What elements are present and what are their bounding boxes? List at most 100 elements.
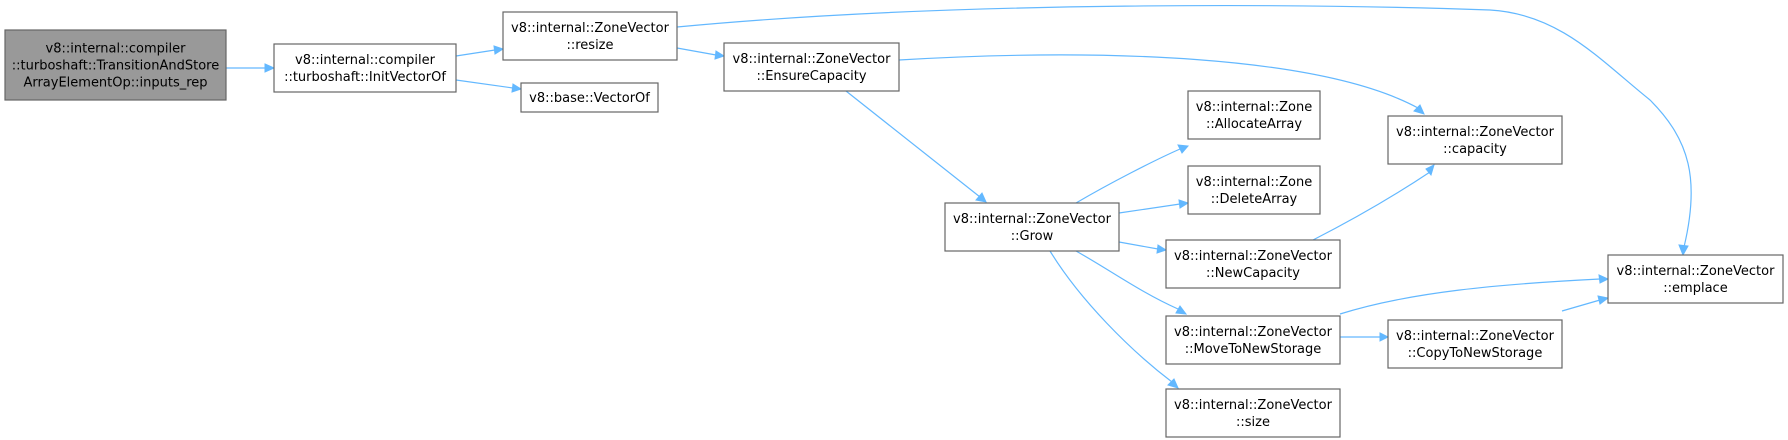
node-box [944, 202, 1120, 252]
edge-line [676, 5, 1692, 248]
node-label-line: ::AllocateArray [1206, 117, 1302, 132]
node-label-line: v8::internal::ZoneVector [1174, 398, 1333, 413]
node-label-line: v8::base::VectorOf [529, 91, 650, 106]
edge-arrowhead [714, 50, 726, 60]
edge-Grow-to-size [1049, 250, 1179, 389]
edge-arrowhead [1678, 244, 1689, 257]
node-EnsureCapacity[interactable]: v8::internal::ZoneVector::EnsureCapacity [723, 42, 900, 92]
node-label-line: ::turboshaft::InitVectorOf [284, 70, 446, 85]
node-label-line: v8::internal::Zone [1196, 175, 1312, 190]
edge-MoveToNewStorage-to-CopyToNewStorage [1340, 332, 1390, 342]
edge-arrowhead [493, 45, 505, 55]
node-label-line: v8::internal::compiler [295, 53, 436, 68]
edge-arrowhead [1167, 378, 1179, 389]
edge-line [1561, 299, 1601, 312]
edge-arrowhead [1178, 199, 1190, 209]
node-size[interactable]: v8::internal::ZoneVector::size [1165, 388, 1341, 438]
node-label-line: v8::internal::ZoneVector [1396, 125, 1555, 140]
node-label-line: v8::internal::ZoneVector [1396, 329, 1555, 344]
node-label-line: v8::internal::ZoneVector [1617, 264, 1776, 279]
node-box [723, 42, 900, 92]
edge-arrowhead [1175, 305, 1188, 315]
edge-resize-to-emplace [676, 5, 1692, 257]
edge-line [676, 47, 717, 56]
edge-NewCapacity-to-capacity [1312, 164, 1435, 241]
node-InitVectorOf[interactable]: v8::internal::compiler::turboshaft::Init… [273, 43, 457, 93]
edge-InitVectorOf-to-VectorOf [455, 79, 523, 93]
node-CopyToNewStorage[interactable]: v8::internal::ZoneVector::CopyToNewStora… [1387, 319, 1563, 369]
node-box [4, 29, 227, 101]
node-box [502, 11, 678, 61]
node-label-line: v8::internal::ZoneVector [1174, 325, 1333, 340]
edge-arrowhead [1425, 164, 1435, 177]
node-label-line: v8::internal::compiler [46, 42, 187, 57]
edge-arrowhead [1597, 295, 1610, 305]
node-label-line: ::turboshaft::TransitionAndStore [12, 59, 219, 74]
node-box [1607, 254, 1784, 304]
node-box [1387, 319, 1563, 369]
edge-line [1075, 148, 1181, 204]
node-box [1165, 239, 1341, 289]
node-box [1387, 115, 1563, 165]
edge-line [455, 79, 514, 89]
node-label-line: ::capacity [1443, 142, 1507, 157]
edge-line [1312, 171, 1431, 241]
node-label-line: ::resize [566, 38, 613, 53]
edge-MoveToNewStorage-to-emplace [1339, 274, 1610, 315]
node-label-line: ::emplace [1663, 281, 1727, 296]
node-label-line: ::size [1236, 415, 1270, 430]
node-label-line: v8::internal::ZoneVector [953, 212, 1112, 227]
edge-resize-to-EnsureCapacity [676, 47, 726, 60]
node-capacity[interactable]: v8::internal::ZoneVector::capacity [1387, 115, 1563, 165]
node-label-line: ::Grow [1011, 229, 1054, 244]
edge-line [1339, 278, 1601, 315]
node-label-line: ::EnsureCapacity [756, 69, 866, 84]
edge-inputs_rep-to-InitVectorOf [226, 63, 276, 73]
edge-Grow-to-AllocateArray [1075, 144, 1190, 204]
node-box [273, 43, 457, 93]
node-MoveToNewStorage[interactable]: v8::internal::ZoneVector::MoveToNewStora… [1165, 315, 1341, 365]
node-label-line: ::DeleteArray [1211, 192, 1298, 207]
node-label-line: v8::internal::Zone [1196, 100, 1312, 115]
edge-Grow-to-MoveToNewStorage [1075, 250, 1188, 315]
edge-line [1049, 250, 1173, 383]
node-label-line: v8::internal::ZoneVector [733, 52, 892, 67]
node-Grow[interactable]: v8::internal::ZoneVector::Grow [944, 202, 1120, 252]
node-box [520, 82, 659, 113]
edge-arrowhead [1156, 244, 1168, 254]
edge-EnsureCapacity-to-Grow [845, 90, 987, 203]
node-VectorOf[interactable]: v8::base::VectorOf [520, 82, 659, 113]
edge-arrowhead [511, 83, 523, 93]
node-DeleteArray[interactable]: v8::internal::Zone::DeleteArray [1187, 165, 1321, 215]
edge-CopyToNewStorage-to-emplace [1561, 295, 1610, 312]
edge-arrowhead [1177, 144, 1190, 154]
edge-line [1118, 241, 1159, 250]
edge-line [845, 90, 981, 198]
node-resize[interactable]: v8::internal::ZoneVector::resize [502, 11, 678, 61]
edge-arrowhead [264, 63, 276, 73]
node-label-line: ::MoveToNewStorage [1185, 342, 1322, 357]
edge-line [1075, 250, 1179, 310]
nodes-layer: v8::internal::compiler::turboshaft::Tran… [4, 11, 1784, 438]
node-NewCapacity[interactable]: v8::internal::ZoneVector::NewCapacity [1165, 239, 1341, 289]
edge-line [898, 54, 1419, 109]
node-AllocateArray[interactable]: v8::internal::Zone::AllocateArray [1187, 90, 1321, 140]
edge-InitVectorOf-to-resize [455, 45, 505, 57]
edges-layer [226, 5, 1692, 389]
edge-arrowhead [1379, 332, 1390, 342]
node-inputs_rep: v8::internal::compiler::turboshaft::Tran… [4, 29, 227, 101]
edge-arrowhead [1598, 274, 1610, 284]
edge-Grow-to-NewCapacity [1118, 241, 1168, 254]
node-box [1187, 90, 1321, 140]
node-label-line: ::NewCapacity [1206, 266, 1300, 281]
node-box [1165, 315, 1341, 365]
node-box [1165, 388, 1341, 438]
node-box [1187, 165, 1321, 215]
node-label-line: ::CopyToNewStorage [1408, 346, 1543, 361]
edge-Grow-to-DeleteArray [1118, 199, 1190, 214]
edge-line [1118, 203, 1181, 214]
node-emplace[interactable]: v8::internal::ZoneVector::emplace [1607, 254, 1784, 304]
edge-EnsureCapacity-to-capacity [898, 54, 1425, 115]
node-label-line: ArrayElementOp::inputs_rep [23, 76, 207, 91]
